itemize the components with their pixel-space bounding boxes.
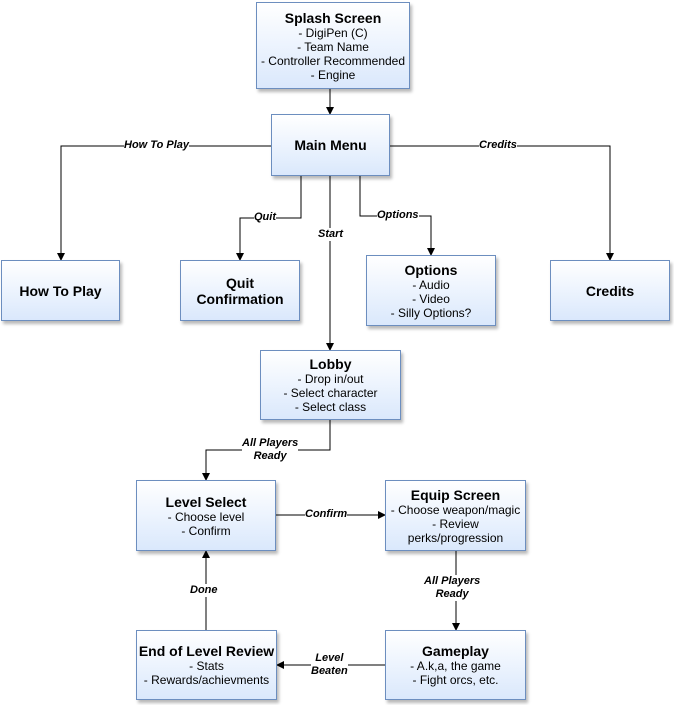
node-gameplay[interactable]: Gameplay - A.k,a, the game - Fight orcs,…	[385, 630, 526, 700]
node-how-to-play[interactable]: How To Play	[1, 260, 120, 321]
node-title: Main Menu	[294, 137, 367, 153]
node-splash-screen[interactable]: Splash Screen - DigiPen (C) - Team Name …	[256, 2, 410, 89]
node-end-of-level-review[interactable]: End of Level Review - Stats - Rewards/ac…	[136, 630, 277, 700]
node-options[interactable]: Options - Audio - Video - Silly Options?	[366, 255, 496, 326]
node-line: - Drop in/out	[297, 372, 364, 386]
node-equip-screen[interactable]: Equip Screen - Choose weapon/magic - Rev…	[385, 480, 526, 551]
node-credits[interactable]: Credits	[550, 260, 670, 321]
node-line: perks/progression	[407, 530, 504, 545]
node-line: - Silly Options?	[390, 305, 472, 320]
edge-label-all-players-ready-equip: All Players Ready	[424, 575, 481, 601]
edge-label-options: Options	[377, 209, 419, 222]
edge-label-credits: Credits	[479, 139, 517, 152]
node-title: Options	[404, 261, 458, 278]
node-line: - Engine	[310, 67, 356, 82]
edge-label-level-beaten: Level Beaten	[311, 652, 348, 678]
node-line: - Fight orcs, etc.	[412, 673, 499, 687]
node-title: End of Level Review	[138, 643, 275, 659]
node-line: - Controller Recommended	[260, 53, 406, 68]
node-line: - Choose level	[167, 509, 245, 524]
node-main-menu[interactable]: Main Menu	[271, 114, 390, 176]
node-quit-confirmation[interactable]: Quit Confirmation	[180, 260, 300, 321]
edge-label-done: Done	[190, 584, 218, 597]
node-line: - Stats	[189, 659, 224, 673]
node-line: - Confirm	[181, 523, 231, 538]
node-line: - DigiPen (C)	[298, 25, 368, 40]
edge-label-confirm: Confirm	[305, 508, 348, 521]
edge-label-how-to-play: How To Play	[124, 139, 189, 152]
node-line: - Audio	[412, 277, 450, 292]
edge-label-start: Start	[318, 228, 344, 241]
node-title: Lobby	[309, 356, 352, 372]
node-line: - Select class	[294, 400, 367, 414]
edge-main-menu-to-credits	[390, 145, 614, 261]
node-title: Credits	[585, 282, 635, 299]
node-line: - Choose weapon/magic	[390, 502, 521, 517]
node-line: - Rewards/achievments	[143, 673, 270, 687]
node-level-select[interactable]: Level Select - Choose level - Confirm	[136, 480, 276, 551]
node-line: - Select character	[283, 386, 378, 400]
node-line: - Team Name	[297, 39, 369, 54]
node-title: Equip Screen	[410, 486, 501, 503]
node-title: Gameplay	[422, 643, 489, 659]
edge-main-menu-to-how-to-play	[57, 145, 271, 261]
node-title: Level Select	[165, 493, 247, 510]
edge-label-all-players-ready-lobby: All Players Ready	[242, 437, 299, 463]
node-title: How To Play	[19, 282, 102, 299]
node-line: - Video	[412, 291, 450, 306]
node-line: - A.k,a, the game	[410, 659, 501, 673]
node-lobby[interactable]: Lobby - Drop in/out - Select character -…	[260, 350, 401, 420]
node-title: Splash Screen	[284, 9, 382, 26]
edge-label-quit: Quit	[254, 211, 276, 224]
node-title: Quit Confirmation	[196, 274, 284, 307]
node-line: - Review	[432, 516, 479, 531]
